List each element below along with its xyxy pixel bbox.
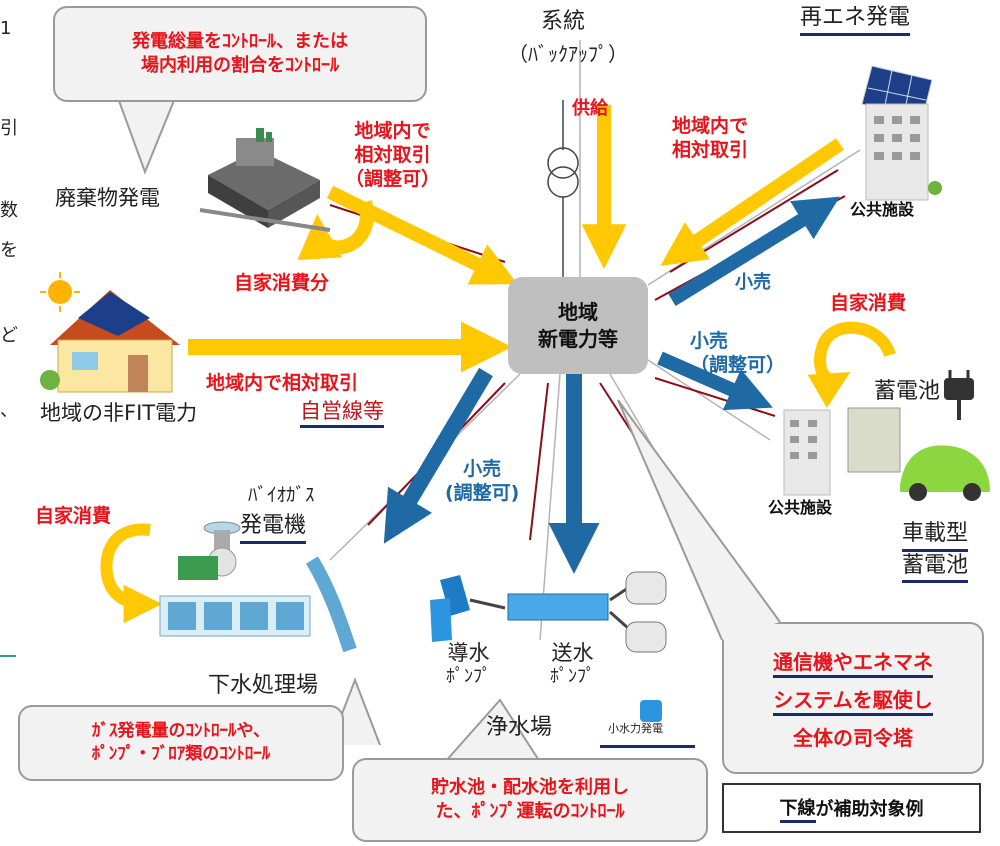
label-grid-line1: 系統	[540, 9, 585, 34]
label-send-pump: 送水 ﾎﾟﾝﾌﾟ	[550, 640, 595, 689]
flow-trade-left-line3: （調整可）	[345, 167, 441, 190]
flow-retail-top: 小売	[735, 272, 771, 293]
waste-power-plant	[199, 128, 331, 232]
edge-mark-6: 、	[0, 400, 18, 421]
label-ev-line2: 蓄電池	[902, 552, 969, 583]
label-private-line: 自営線等	[300, 398, 384, 429]
callout-control-output-line2: 場内利用の割合をｺﾝﾄﾛｰﾙ	[141, 55, 339, 76]
callout-pump-control-line1: 貯水池・配水池を利用し	[431, 776, 629, 798]
flow-retail-adjust-line1: 小売	[690, 330, 729, 352]
edge-accent-line	[0, 655, 16, 657]
flow-self-consume-right: 自家消費	[830, 292, 907, 314]
edge-mark-4: を	[0, 240, 18, 261]
flow-trade-mid: 地域内で相対取引	[206, 372, 359, 394]
label-grid: 系統	[533, 8, 593, 36]
flow-retail-adjust-line2: （調整可）	[690, 353, 786, 376]
label-public-facility-2: 公共施設	[768, 498, 833, 517]
legend-box: 下線 が補助対象例	[722, 783, 981, 833]
label-grid-backup: （ﾊﾞｯｸｱｯﾌﾟ）	[508, 42, 628, 66]
label-sewage: 下水処理場	[208, 673, 319, 698]
label-waste-power: 廃棄物発電	[55, 186, 160, 210]
label-intake-line1: 導水	[447, 641, 490, 665]
callout-pump-control: 貯水池・配水池を利用し た、ﾎﾟﾝﾌﾟ運転のｺﾝﾄﾛｰﾙ	[352, 758, 708, 842]
renewable-building	[861, 65, 942, 201]
sewage-plant	[159, 521, 357, 653]
flow-trade-left: 地域内で 相対取引 （調整可）	[345, 120, 440, 191]
callout-command-center: 通信機やエネマネ システムを駆使し 全体の司令塔	[722, 622, 984, 774]
flow-trade-right-line1: 地域内で	[672, 115, 749, 137]
callout-control-output-line1: 発電総量をｺﾝﾄﾛｰﾙ、または	[132, 30, 348, 52]
public-facility-ev	[783, 370, 990, 501]
label-ev-line1: 車載型	[902, 520, 969, 552]
label-renewable: 再エネ発電	[800, 4, 911, 36]
edge-mark-1: 1	[0, 18, 12, 39]
flow-supply: 供給	[572, 98, 608, 119]
edge-mark-2: 引	[0, 118, 18, 139]
flow-self-consume-left: 自家消費	[35, 505, 112, 527]
yellow-arrows	[100, 105, 896, 624]
label-send-line1: 送水	[551, 641, 594, 665]
label-biogas-line2: 発電機	[240, 512, 307, 544]
label-small-hydro: 小水力発電	[608, 722, 663, 735]
command-center-line3: 全体の司令塔	[793, 725, 913, 750]
flow-retail-adjust: 小売 （調整可）	[690, 330, 785, 378]
flow-self-consume-part: 自家消費分	[234, 272, 330, 294]
edge-mark-5: ど	[0, 325, 18, 346]
label-public-facility-1: 公共施設	[850, 200, 915, 219]
label-intake-pump: 導水 ﾎﾟﾝﾌﾟ	[446, 640, 491, 689]
flow-trade-left-line2: 相対取引	[354, 143, 431, 166]
flow-trade-left-line1: 地域内で	[354, 120, 431, 142]
label-biogas-line1: ﾊﾞｲｵｶﾞｽ	[248, 484, 315, 506]
label-ev-battery: 車載型 蓄電池	[902, 520, 969, 583]
label-nonfit: 地域の非FIT電力	[40, 401, 198, 425]
command-center-line1: 通信機やエネマネ	[773, 646, 933, 678]
hub-line2: 新電力等	[538, 326, 618, 351]
transformer-symbol	[547, 100, 579, 277]
legend-rest: が補助対象例	[815, 799, 924, 820]
hub-regional-utility: 地域 新電力等	[508, 277, 648, 374]
flow-retail-bottom: 小売 (調整可)	[445, 458, 519, 506]
edge-mark-3: 数	[0, 200, 18, 221]
label-intake-line2: ﾎﾟﾝﾌﾟ	[446, 666, 491, 688]
legend-underline-word: 下線	[779, 794, 816, 823]
flow-retail-bottom-line2: (調整可)	[445, 481, 520, 504]
flow-trade-right-line2: 相対取引	[672, 138, 749, 161]
callout-gas-control-line2: ﾎﾟﾝﾌﾟ・ﾌﾞﾛｱ類のｺﾝﾄﾛｰﾙ	[91, 744, 271, 764]
callout-gas-control: ｶﾞｽ発電量のｺﾝﾄﾛｰﾙや、 ﾎﾟﾝﾌﾟ・ﾌﾞﾛｱ類のｺﾝﾄﾛｰﾙ	[18, 705, 344, 781]
flow-retail-bottom-line1: 小売	[463, 458, 502, 480]
flow-trade-right: 地域内で 相対取引	[672, 115, 748, 163]
callout-tails	[117, 97, 541, 763]
label-send-line2: ﾎﾟﾝﾌﾟ	[550, 666, 595, 688]
callout-pump-control-line2: た、ﾎﾟﾝﾌﾟ運転のｺﾝﾄﾛｰﾙ	[435, 801, 625, 822]
solar-house	[40, 272, 180, 393]
label-water-plant: 浄水場	[486, 715, 553, 740]
hub-line1: 地域	[558, 299, 598, 324]
callout-gas-control-line1: ｶﾞｽ発電量のｺﾝﾄﾛｰﾙや、	[92, 721, 270, 742]
blue-arrows	[383, 196, 840, 574]
command-center-line2: システムを駆使し	[773, 684, 933, 716]
small-hydro-underline	[600, 744, 695, 748]
label-battery: 蓄電池	[874, 379, 941, 404]
callout-control-output: 発電総量をｺﾝﾄﾛｰﾙ、または 場内利用の割合をｺﾝﾄﾛｰﾙ	[53, 6, 427, 102]
